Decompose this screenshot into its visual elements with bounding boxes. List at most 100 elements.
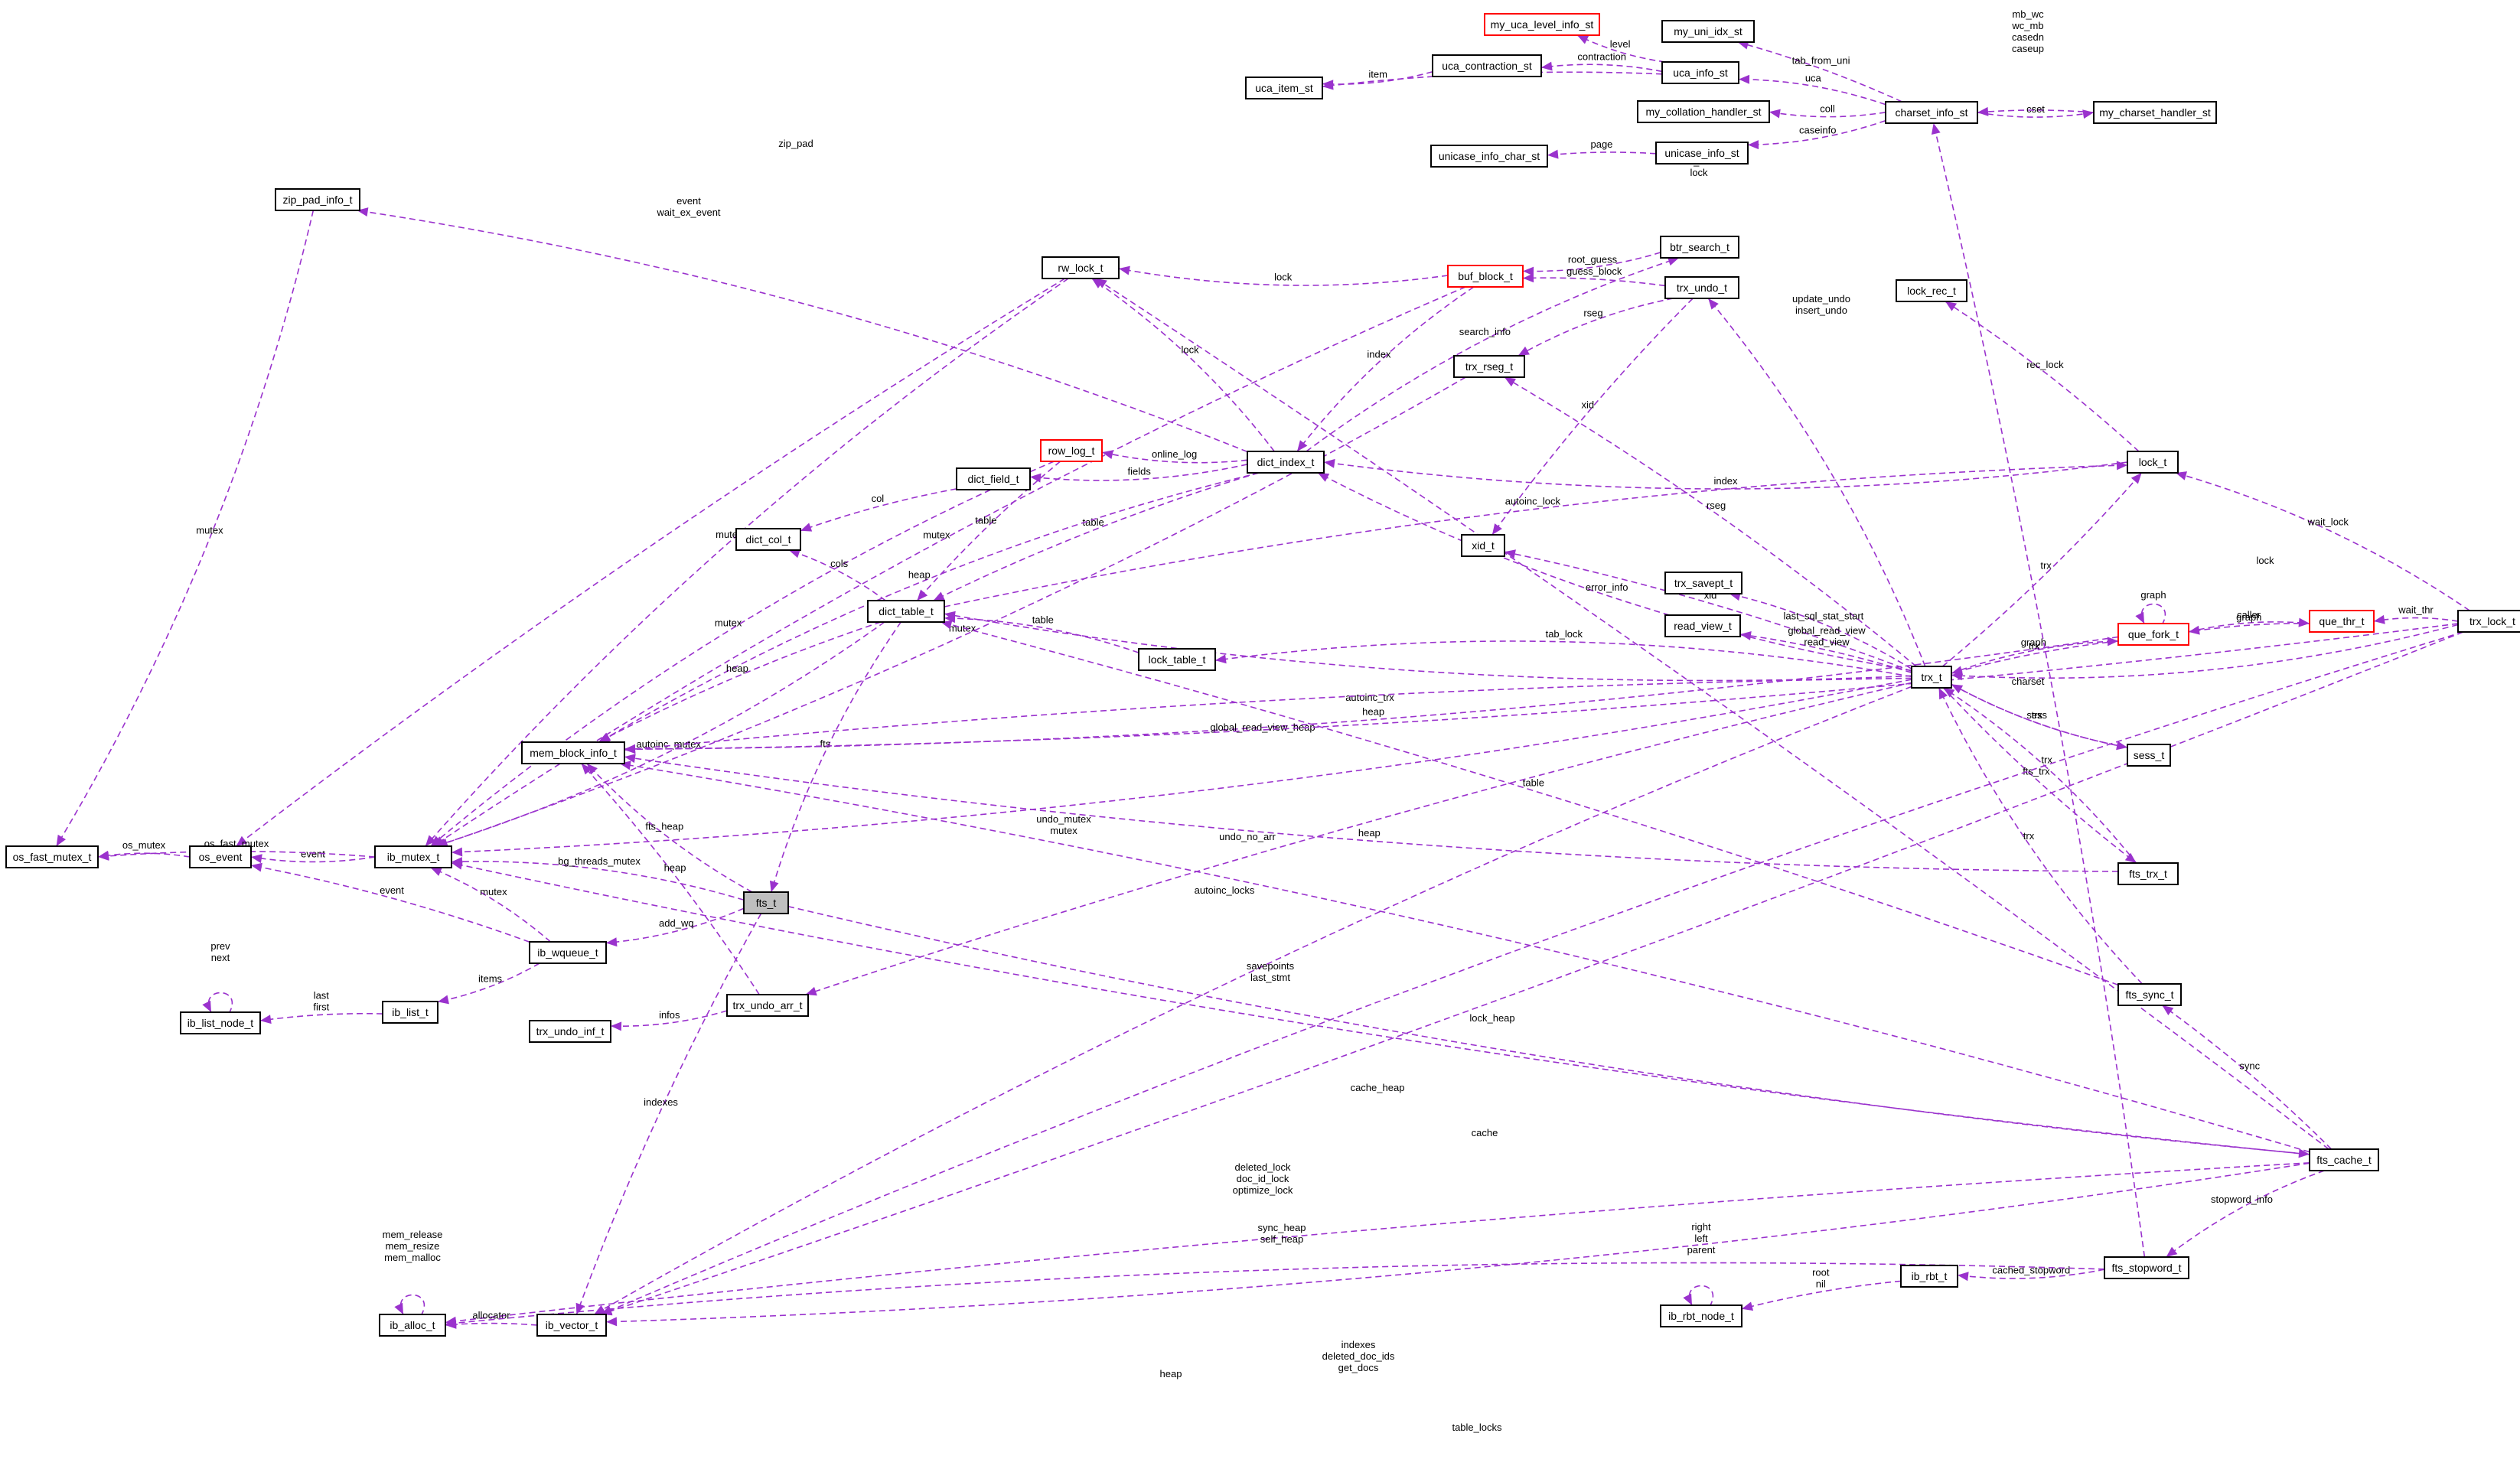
node-dict-table-t[interactable]: dict_table_t xyxy=(867,600,945,623)
node-box[interactable] xyxy=(1637,100,1770,123)
node-trx-lock-t[interactable]: trx_lock_t xyxy=(2457,610,2520,633)
node-ib-alloc-t[interactable]: ib_alloc_t xyxy=(379,1314,446,1337)
node-ib-vector-t[interactable]: ib_vector_t xyxy=(536,1314,607,1337)
node-unicase-info-st[interactable]: unicase_info_st xyxy=(1655,142,1749,164)
node-fts-trx-t[interactable]: fts_trx_t xyxy=(2117,862,2179,885)
node-box[interactable] xyxy=(726,994,809,1017)
node-charset-info-st[interactable]: charset_info_st xyxy=(1885,101,1978,124)
node-mem-block-info-t[interactable]: mem_block_info_t xyxy=(521,741,625,764)
node-box[interactable] xyxy=(1885,101,1978,124)
node-box[interactable] xyxy=(1661,20,1755,43)
node-box[interactable] xyxy=(2117,623,2189,646)
node-read-view-t[interactable]: read_view_t xyxy=(1664,614,1741,637)
node-ib-rbt-t[interactable]: ib_rbt_t xyxy=(1900,1265,1958,1288)
node-box[interactable] xyxy=(2309,1148,2379,1171)
node-trx-savept-t[interactable]: trx_savept_t xyxy=(1664,572,1742,594)
node-box[interactable] xyxy=(275,188,360,211)
node-box[interactable] xyxy=(521,741,625,764)
node-box[interactable] xyxy=(2457,610,2520,633)
node-box[interactable] xyxy=(1432,54,1542,77)
node-ib-mutex-t[interactable]: ib_mutex_t xyxy=(374,845,452,868)
node-ib-list-node-t[interactable]: ib_list_node_t xyxy=(180,1011,261,1034)
node-fts-cache-t[interactable]: fts_cache_t xyxy=(2309,1148,2379,1171)
node-box[interactable] xyxy=(1461,534,1505,557)
node-box[interactable] xyxy=(1655,142,1749,164)
node-box[interactable] xyxy=(1660,1304,1742,1327)
node-box[interactable] xyxy=(1484,13,1600,36)
node-uca-info-st[interactable]: uca_info_st xyxy=(1661,61,1739,84)
node-buf-block-t[interactable]: buf_block_t xyxy=(1447,265,1524,288)
node-trx-rseg-t[interactable]: trx_rseg_t xyxy=(1453,355,1525,378)
node-box[interactable] xyxy=(1138,648,1216,671)
node-lock-table-t[interactable]: lock_table_t xyxy=(1138,648,1216,671)
node-sess-t[interactable]: sess_t xyxy=(2127,744,2171,767)
node-box[interactable] xyxy=(867,600,945,623)
node-box[interactable] xyxy=(529,1020,611,1043)
node-box[interactable] xyxy=(1664,614,1741,637)
node-box[interactable] xyxy=(374,845,452,868)
node-box[interactable] xyxy=(536,1314,607,1337)
node-box[interactable] xyxy=(2117,862,2179,885)
node-trx-undo-arr-t[interactable]: trx_undo_arr_t xyxy=(726,994,809,1017)
node-ib-rbt-node-t[interactable]: ib_rbt_node_t xyxy=(1660,1304,1742,1327)
node-box[interactable] xyxy=(1660,236,1739,259)
node-my-charset-handler-st[interactable]: my_charset_handler_st xyxy=(2093,101,2217,124)
node-box[interactable] xyxy=(956,467,1031,490)
node-que-fork-t[interactable]: que_fork_t xyxy=(2117,623,2189,646)
node-my-uca-level-info-st[interactable]: my_uca_level_info_st xyxy=(1484,13,1600,36)
node-box[interactable] xyxy=(1664,276,1739,299)
node-que-thr-t[interactable]: que_thr_t xyxy=(2309,610,2375,633)
node-box[interactable] xyxy=(1911,666,1952,689)
node-box[interactable] xyxy=(1430,145,1548,168)
node-box[interactable] xyxy=(2093,101,2217,124)
node-box[interactable] xyxy=(1042,256,1120,279)
node-lock-t[interactable]: lock_t xyxy=(2127,451,2179,474)
node-btr-search-t[interactable]: btr_search_t xyxy=(1660,236,1739,259)
node-os-fast-mutex-t[interactable]: os_fast_mutex_t xyxy=(5,845,99,868)
node-xid-t[interactable]: xid_t xyxy=(1461,534,1505,557)
node-trx-t[interactable]: trx_t xyxy=(1911,666,1952,689)
node-os-event[interactable]: os_event xyxy=(189,845,252,868)
node-box[interactable] xyxy=(5,845,99,868)
node-rw-lock-t[interactable]: rw_lock_t xyxy=(1042,256,1120,279)
node-my-uni-idx-st[interactable]: my_uni_idx_st xyxy=(1661,20,1755,43)
node-ib-wqueue-t[interactable]: ib_wqueue_t xyxy=(529,941,607,964)
node-box[interactable] xyxy=(2104,1256,2189,1279)
node-box[interactable] xyxy=(180,1011,261,1034)
node-box[interactable] xyxy=(379,1314,446,1337)
node-box[interactable] xyxy=(743,891,789,914)
node-row-log-t[interactable]: row_log_t xyxy=(1040,439,1103,462)
node-zip-pad-info-t[interactable]: zip_pad_info_t xyxy=(275,188,360,211)
node-box[interactable] xyxy=(1447,265,1524,288)
node-ib-list-t[interactable]: ib_list_t xyxy=(382,1001,438,1024)
node-box[interactable] xyxy=(1245,77,1323,99)
node-box[interactable] xyxy=(529,941,607,964)
node-box[interactable] xyxy=(1247,451,1325,474)
node-box[interactable] xyxy=(2117,983,2182,1006)
node-box[interactable] xyxy=(2309,610,2375,633)
node-box[interactable] xyxy=(1453,355,1525,378)
node-box[interactable] xyxy=(1664,572,1742,594)
node-uca-item-st[interactable]: uca_item_st xyxy=(1245,77,1323,99)
node-unicase-info-char-st[interactable]: unicase_info_char_st xyxy=(1430,145,1548,168)
node-fts-t[interactable]: fts_t xyxy=(743,891,789,914)
node-dict-col-t[interactable]: dict_col_t xyxy=(735,528,801,551)
node-box[interactable] xyxy=(1661,61,1739,84)
node-box[interactable] xyxy=(735,528,801,551)
node-box[interactable] xyxy=(2127,744,2171,767)
node-my-collation-handler-st[interactable]: my_collation_handler_st xyxy=(1637,100,1770,123)
node-fts-stopword-t[interactable]: fts_stopword_t xyxy=(2104,1256,2189,1279)
node-uca-contraction-st[interactable]: uca_contraction_st xyxy=(1432,54,1542,77)
node-box[interactable] xyxy=(1896,279,1967,302)
node-box[interactable] xyxy=(1040,439,1103,462)
node-trx-undo-t[interactable]: trx_undo_t xyxy=(1664,276,1739,299)
node-fts-sync-t[interactable]: fts_sync_t xyxy=(2117,983,2182,1006)
node-box[interactable] xyxy=(2127,451,2179,474)
node-trx-undo-inf-t[interactable]: trx_undo_inf_t xyxy=(529,1020,611,1043)
node-box[interactable] xyxy=(1900,1265,1958,1288)
node-dict-field-t[interactable]: dict_field_t xyxy=(956,467,1031,490)
node-box[interactable] xyxy=(189,845,252,868)
node-lock-rec-t[interactable]: lock_rec_t xyxy=(1896,279,1967,302)
node-box[interactable] xyxy=(382,1001,438,1024)
node-dict-index-t[interactable]: dict_index_t xyxy=(1247,451,1325,474)
